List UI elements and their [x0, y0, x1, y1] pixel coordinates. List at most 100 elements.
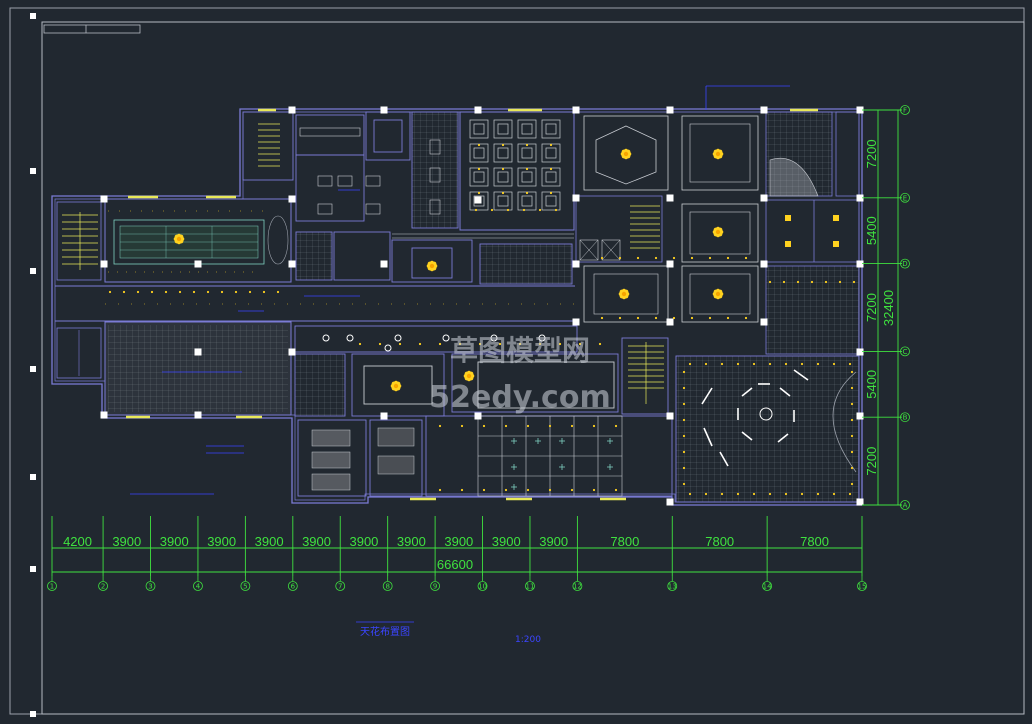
downlight — [800, 362, 804, 366]
downlight — [672, 256, 676, 260]
downlight — [682, 450, 686, 454]
downlight — [220, 290, 224, 294]
column-marker — [856, 260, 864, 268]
downlight — [506, 208, 510, 212]
downlight — [525, 143, 529, 147]
downlight — [600, 316, 604, 320]
downlight — [744, 256, 748, 260]
right-stair — [628, 342, 664, 404]
downlight — [525, 191, 529, 195]
coffer-panel — [517, 119, 537, 139]
axis-number-label: 4 — [196, 583, 201, 591]
axis-number-label: 2 — [101, 583, 105, 591]
axis-bubble — [572, 581, 583, 591]
axis-bubble — [900, 346, 910, 357]
downlight — [636, 316, 640, 320]
lobby-circular-ceiling — [675, 355, 860, 503]
downlight — [598, 342, 602, 346]
downlight — [206, 290, 210, 294]
axis-number-label: 10 — [478, 583, 487, 591]
downlight — [614, 488, 618, 492]
dim-segment-label-right: 5400 — [864, 370, 879, 399]
axis-number-label: 5 — [243, 583, 247, 591]
pendant-light — [621, 291, 627, 297]
downlight — [850, 450, 854, 454]
axis-letter-label: D — [902, 260, 907, 268]
column-marker — [288, 260, 296, 268]
downlight — [570, 424, 574, 428]
axis-bubble — [287, 581, 298, 591]
axis-bubble — [193, 581, 203, 591]
coffer-panel — [493, 167, 513, 187]
downlight — [682, 466, 686, 470]
downlight — [850, 386, 854, 390]
dim-segment-label-right: 7200 — [864, 447, 879, 476]
downlight — [378, 342, 382, 346]
downlight — [482, 424, 486, 428]
downlight — [850, 466, 854, 470]
axis-bubble — [900, 500, 910, 510]
axis-bubble — [335, 581, 346, 591]
downlight — [538, 342, 542, 346]
axis-bubble — [145, 581, 156, 591]
coffer-panel — [517, 143, 537, 163]
column-marker — [856, 412, 864, 420]
downlight — [682, 386, 686, 390]
downlight — [477, 191, 481, 195]
downlight — [474, 208, 478, 212]
axis-number-label: 1 — [50, 583, 54, 591]
ceiling-light-panel — [785, 241, 791, 247]
axis-bubble — [382, 581, 393, 591]
window-strips — [126, 108, 818, 501]
column-marker — [100, 411, 108, 419]
coffer-panel — [469, 119, 489, 139]
lower-grid-ceiling — [477, 415, 623, 497]
downlight — [554, 208, 558, 212]
downlight — [438, 424, 442, 428]
downlight — [549, 143, 553, 147]
downlight — [618, 256, 622, 260]
axis-letter-label: E — [903, 194, 907, 202]
downlight — [501, 191, 505, 195]
axis-bubble — [900, 412, 910, 423]
downlight — [504, 488, 508, 492]
downlight — [234, 290, 238, 294]
ceiling-light-panel — [833, 215, 839, 221]
pendant-light — [466, 373, 472, 379]
dim-segment-label-right: 7200 — [864, 139, 879, 168]
column-marker — [572, 260, 580, 268]
downlight — [682, 482, 686, 486]
column-marker — [474, 412, 482, 420]
coffer-panel — [541, 191, 561, 211]
downlight — [592, 488, 596, 492]
downlight — [636, 256, 640, 260]
axis-bubble — [900, 192, 910, 203]
coffer-panel — [493, 119, 513, 139]
downlight — [708, 316, 712, 320]
column-marker — [288, 348, 296, 356]
pendant-light — [623, 151, 629, 157]
axis-number-label: 9 — [433, 583, 437, 591]
downlight — [736, 492, 740, 496]
column-marker — [666, 106, 674, 114]
axis-letter-label: F — [903, 107, 907, 115]
downlight — [824, 280, 828, 284]
ceiling-light-panel — [785, 215, 791, 221]
column-marker — [666, 412, 674, 420]
column-marker — [856, 348, 864, 356]
downlight — [726, 256, 730, 260]
downlight — [525, 167, 529, 171]
column-marker — [856, 194, 864, 202]
far-right-rooms — [765, 111, 860, 355]
downlight — [726, 316, 730, 320]
dim-segment-label: 7800 — [610, 534, 639, 549]
watermark-cn: 草图模型网 — [450, 334, 590, 367]
downlight — [704, 492, 708, 496]
downlight — [848, 362, 852, 366]
downlight — [614, 424, 618, 428]
downlight — [654, 316, 658, 320]
downlight — [526, 488, 530, 492]
column-marker — [760, 260, 768, 268]
column-marker — [474, 196, 482, 204]
axis-bubble — [430, 581, 441, 591]
